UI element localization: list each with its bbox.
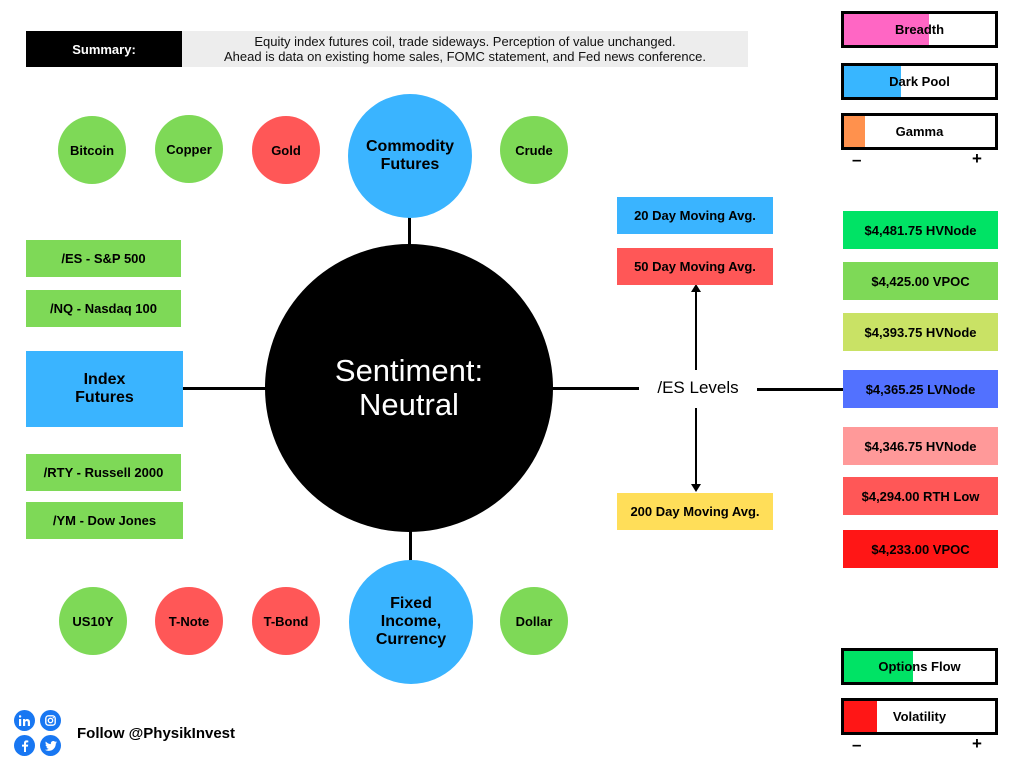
summary-label: Summary: xyxy=(26,31,182,67)
gauge-gamma: Gamma xyxy=(841,113,998,150)
es-level-2: $4,425.00 VPOC xyxy=(843,262,998,300)
gauge-volatility: Volatility xyxy=(841,698,998,735)
connector-top xyxy=(408,215,411,247)
scale-plus-bottom: + xyxy=(972,734,982,753)
connector-right-a xyxy=(551,387,639,390)
gauge-breadth-label: Breadth xyxy=(894,22,945,37)
gauge-volatility-label: Volatility xyxy=(892,709,947,724)
gauge-options-flow-label: Options Flow xyxy=(878,659,961,674)
fixed-income-hub-line-1: Fixed xyxy=(390,595,432,612)
index-ym: /YM - Dow Jones xyxy=(26,502,183,539)
arrow-up-icon xyxy=(691,284,701,370)
arrow-down-icon xyxy=(691,408,701,492)
commodity-crude: Crude xyxy=(500,116,568,184)
es-level-1: $4,481.75 HVNode xyxy=(843,211,998,249)
connector-bottom xyxy=(409,530,412,562)
es-levels-label: /ES Levels xyxy=(657,378,739,397)
connector-right-b xyxy=(757,388,843,391)
fixed-income-hub: Fixed Income, Currency xyxy=(349,560,473,684)
fixed-income-t-note: T-Note xyxy=(155,587,223,655)
gauge-breadth: Breadth xyxy=(841,11,998,48)
gauge-dark-pool-label: Dark Pool xyxy=(889,74,950,89)
es-level-4: $4,365.25 LVNode xyxy=(843,370,998,408)
index-nq: /NQ - Nasdaq 100 xyxy=(26,290,181,327)
twitter-icon[interactable] xyxy=(40,735,61,756)
scale-minus-bottom: – xyxy=(852,735,862,754)
follow-handle[interactable]: Follow @PhysikInvest xyxy=(77,725,235,742)
fixed-income-t-bond: T-Bond xyxy=(252,587,320,655)
commodity-futures-hub: Commodity Futures xyxy=(348,94,472,218)
ma-20-day: 20 Day Moving Avg. xyxy=(617,197,773,234)
gauge-gamma-label: Gamma xyxy=(895,124,944,139)
es-level-7: $4,233.00 VPOC xyxy=(843,530,998,568)
summary-text: Equity index futures coil, trade sideway… xyxy=(182,31,748,67)
index-futures-hub-line-2: Futures xyxy=(75,389,134,406)
fixed-income-hub-line-2: Income, xyxy=(380,613,442,630)
connector-left xyxy=(182,387,267,390)
es-level-6: $4,294.00 RTH Low xyxy=(843,477,998,515)
linkedin-icon[interactable] xyxy=(14,710,35,731)
gauge-breadth-fill xyxy=(844,14,929,45)
commodity-copper: Copper xyxy=(155,115,223,183)
ma-200-day: 200 Day Moving Avg. xyxy=(617,493,773,530)
sentiment-value: Neutral xyxy=(359,387,459,422)
index-futures-hub: Index Futures xyxy=(26,351,183,427)
sentiment-title: Sentiment: xyxy=(334,353,484,388)
commodity-gold: Gold xyxy=(252,116,320,184)
commodity-hub-line-1: Commodity xyxy=(366,138,454,155)
commodity-bitcoin: Bitcoin xyxy=(58,116,126,184)
gauge-volatility-fill xyxy=(844,701,878,732)
commodity-hub-line-2: Futures xyxy=(380,156,440,173)
fixed-income-us10y: US10Y xyxy=(59,587,127,655)
gauge-gamma-fill xyxy=(844,116,866,147)
summary-line-1: Equity index futures coil, trade sideway… xyxy=(254,34,676,49)
es-level-5: $4,346.75 HVNode xyxy=(843,427,998,465)
gauge-dark-pool-fill xyxy=(844,66,902,97)
gauge-options-flow-fill xyxy=(844,651,914,682)
index-futures-hub-line-1: Index xyxy=(83,371,126,388)
index-rty: /RTY - Russell 2000 xyxy=(26,454,181,491)
fixed-income-dollar: Dollar xyxy=(500,587,568,655)
facebook-icon[interactable] xyxy=(14,735,35,756)
gauge-options-flow: Options Flow xyxy=(841,648,998,685)
instagram-icon[interactable] xyxy=(40,710,61,731)
fixed-income-hub-line-3: Currency xyxy=(375,631,447,648)
scale-minus-top: – xyxy=(852,150,862,169)
gauge-dark-pool: Dark Pool xyxy=(841,63,998,100)
summary-line-2: Ahead is data on existing home sales, FO… xyxy=(224,49,706,64)
sentiment-circle: Sentiment: Neutral xyxy=(265,244,553,532)
scale-plus-top: + xyxy=(972,149,982,168)
ma-50-day: 50 Day Moving Avg. xyxy=(617,248,773,285)
es-level-3: $4,393.75 HVNode xyxy=(843,313,998,351)
index-es: /ES - S&P 500 xyxy=(26,240,181,277)
